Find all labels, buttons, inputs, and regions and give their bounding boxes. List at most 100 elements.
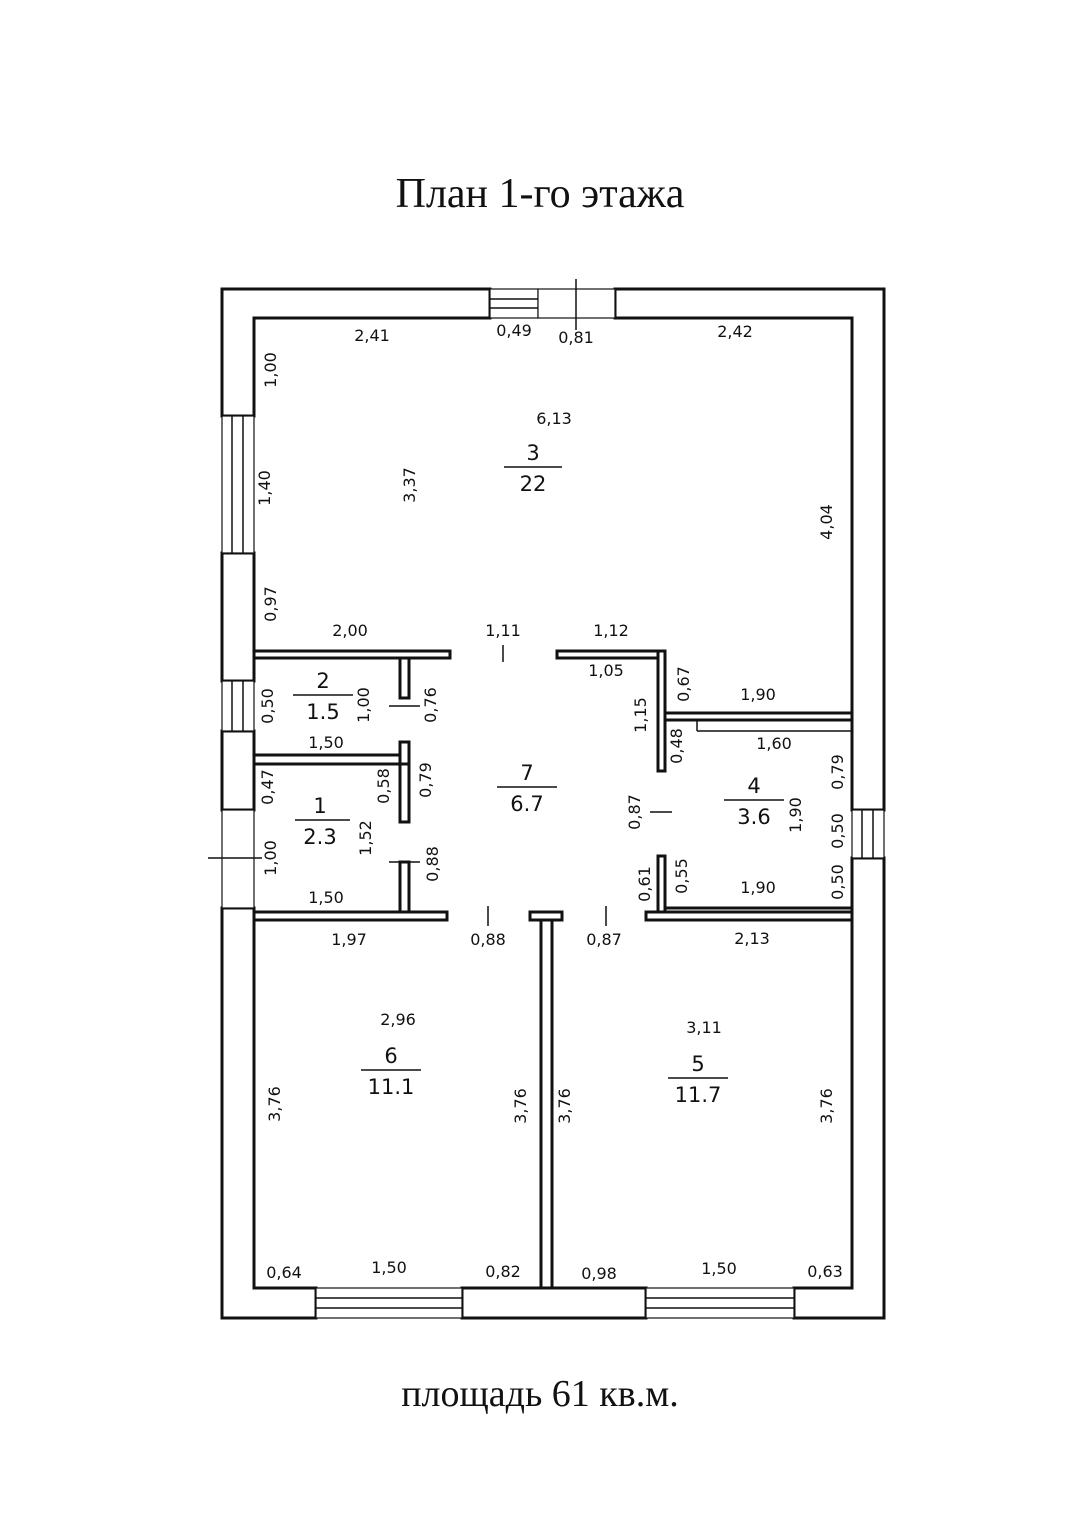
page-title: План 1-го этажа (395, 171, 685, 217)
svg-text:6: 6 (384, 1044, 397, 1068)
dim-label: 0,81 (558, 328, 594, 347)
dim-label: 0,76 (421, 687, 440, 723)
window-left-2 (221, 680, 255, 732)
dim-label: 2,41 (354, 326, 390, 345)
svg-text:6.7: 6.7 (510, 792, 543, 816)
dim-label: 1,11 (485, 621, 521, 640)
svg-text:1.5: 1.5 (306, 700, 339, 724)
dim-label: 0,61 (635, 866, 654, 902)
svg-text:11.1: 11.1 (368, 1075, 415, 1099)
svg-text:1: 1 (313, 794, 326, 818)
window-right-4 (851, 809, 885, 859)
dim-label: 0,50 (828, 864, 847, 900)
wall-int-7r2 (656, 854, 667, 914)
dim-label: 1,50 (371, 1258, 407, 1277)
interior-walls (252, 649, 854, 1290)
wall-bottom-right (792, 856, 886, 1320)
svg-text:5: 5 (691, 1052, 704, 1076)
wall-left-mid (220, 551, 256, 683)
wall-int-65 (539, 918, 554, 1290)
dim-label: 0,79 (416, 762, 435, 798)
room-labels: 3 22 2 1.5 1 2.3 7 6.7 4 3.6 6 11.1 (293, 441, 784, 1107)
svg-text:3: 3 (526, 441, 539, 465)
dim-label: 1,00 (261, 352, 280, 388)
dim-label: 1,50 (701, 1259, 737, 1278)
door-ticks (389, 645, 672, 926)
dim-label: 1,00 (354, 687, 373, 723)
wall-bottom-mid (460, 1286, 648, 1320)
dim-label: 1,60 (756, 734, 792, 753)
wall-top-right (613, 287, 886, 812)
dim-label: 6,13 (536, 409, 572, 428)
dim-label: 0,67 (674, 666, 693, 702)
room-5: 5 11.7 (668, 1052, 728, 1107)
dim-label: 0,87 (625, 794, 644, 830)
dim-label: 1,50 (308, 888, 344, 907)
window-top-a (489, 288, 539, 319)
svg-text:11.7: 11.7 (675, 1083, 722, 1107)
svg-text:22: 22 (520, 472, 547, 496)
wall-int-1r2 (398, 860, 411, 914)
dim-label: 0,88 (423, 846, 442, 882)
dim-label: 0,58 (374, 768, 393, 804)
dim-label: 1,97 (331, 930, 367, 949)
room-1: 1 2.3 (295, 794, 350, 849)
dim-label: 3,76 (817, 1088, 836, 1124)
dim-label: 1,52 (356, 820, 375, 856)
dim-label: 1,90 (740, 685, 776, 704)
dim-label: 3,76 (555, 1088, 574, 1124)
wall-int-2r (398, 656, 411, 700)
dimension-labels: 2,41 0,49 0,81 2,42 6,13 3,37 4,04 1,00 … (255, 321, 847, 1283)
dim-label: 1,40 (255, 470, 274, 506)
dim-label: 1,15 (631, 697, 650, 733)
wall-int-7r (656, 649, 667, 773)
dim-label: 0,87 (586, 930, 622, 949)
dim-label: 0,88 (470, 930, 506, 949)
dim-label: 0,97 (261, 586, 280, 622)
dim-label: 0,98 (581, 1264, 617, 1283)
dim-label: 0,63 (807, 1262, 843, 1281)
dim-label: 0,47 (258, 769, 277, 805)
dim-label: 3,37 (400, 467, 419, 503)
dim-label: 0,50 (828, 813, 847, 849)
wall-int-21 (252, 753, 402, 766)
room-4: 4 3.6 (724, 774, 784, 829)
svg-text:4: 4 (747, 774, 760, 798)
dim-label: 0,79 (828, 754, 847, 790)
wall-int-3a (252, 649, 452, 660)
dim-label: 1,50 (308, 733, 344, 752)
dim-label: 1,00 (261, 840, 280, 876)
wall-int-3b (555, 649, 667, 660)
dim-label: 2,00 (332, 621, 368, 640)
dim-label: 0,82 (485, 1262, 521, 1281)
window-left-3 (221, 415, 255, 554)
window-bottom-5 (645, 1287, 795, 1319)
svg-text:7: 7 (520, 761, 533, 785)
dim-label: 4,04 (817, 504, 836, 540)
dim-label: 2,13 (734, 929, 770, 948)
dim-label: 1,90 (786, 797, 805, 833)
room-3: 3 22 (504, 441, 562, 496)
wall-int-1r (398, 762, 411, 824)
room-7: 7 6.7 (497, 761, 557, 816)
dim-label: 0,49 (496, 321, 532, 340)
dim-label: 0,50 (258, 688, 277, 724)
dim-label: 1,05 (588, 661, 624, 680)
door-left-1 (221, 809, 255, 909)
window-bottom-6 (315, 1287, 463, 1319)
svg-text:2.3: 2.3 (303, 825, 336, 849)
wall-int-4t (663, 711, 854, 722)
dim-label: 0,55 (672, 858, 691, 894)
dim-label: 1,90 (740, 878, 776, 897)
windows (208, 279, 885, 1319)
dim-label: 3,11 (686, 1018, 722, 1037)
dim-label: 3,76 (265, 1086, 284, 1122)
room-2: 2 1.5 (293, 669, 353, 724)
total-area: площадь 61 кв.м. (401, 1373, 679, 1415)
svg-text:2: 2 (316, 669, 329, 693)
wall-int-5t (644, 910, 854, 922)
wall-left-lower (220, 729, 256, 812)
svg-text:3.6: 3.6 (737, 805, 770, 829)
wall-int-6t (252, 910, 449, 922)
